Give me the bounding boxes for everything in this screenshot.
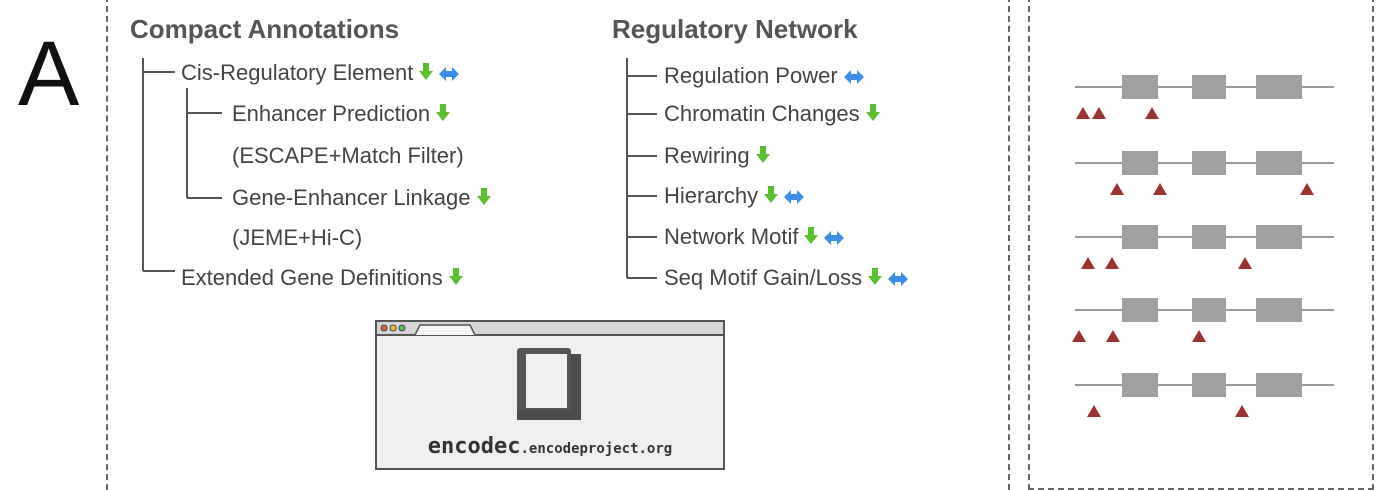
exon-block [1192,151,1226,175]
item-escape-match-filter: (ESCAPE+Match Filter) [232,143,464,168]
gene-track [1075,151,1334,195]
variant-triangle [1105,257,1119,269]
exon-block [1122,373,1158,397]
variant-triangle [1300,183,1314,195]
down-arrow-icon [755,144,770,170]
bidirectional-arrow-icon [784,184,805,210]
item-label: Seq Motif Gain/Loss [664,265,863,290]
item-seq-motif-gain-loss: Seq Motif Gain/Loss [664,265,909,292]
down-arrow-icon [868,266,883,292]
bidirectional-arrow-icon [439,61,460,87]
exon-block [1256,373,1302,397]
item-chromatin-changes: Chromatin Changes [664,101,880,128]
variant-triangle [1072,330,1086,342]
item-hierarchy: Hierarchy [664,183,805,210]
variant-triangle [1076,107,1090,119]
panel-label: A [18,23,80,125]
item-regulation-power: Regulation Power [664,63,864,90]
network-tree-lines [626,58,657,279]
exon-block [1192,225,1226,249]
variant-triangle [1110,183,1124,195]
item-enhancer-prediction: Enhancer Prediction [232,101,451,128]
exon-block [1122,225,1158,249]
browser-url: encodec.encodeproject.org [375,434,725,459]
down-arrow-icon [865,102,880,128]
variant-triangle [1092,107,1106,119]
gene-track [1075,75,1334,119]
left-panel-frame [106,0,1010,490]
url-domain: .encodeproject.org [520,441,673,457]
item-label: Gene-Enhancer Linkage [232,185,471,210]
compact-tree-root-lines [142,58,175,272]
maximize-dot-icon [398,324,406,332]
item-label: Extended Gene Definitions [181,265,443,290]
item-rewiring: Rewiring [664,143,770,170]
item-network-motif: Network Motif [664,224,845,251]
down-arrow-icon [764,184,779,210]
exon-block [1256,75,1302,99]
variant-triangle [1106,330,1120,342]
gene-track [1075,225,1334,269]
compact-annotations-title: Compact Annotations [130,14,400,44]
item-label: Chromatin Changes [664,101,860,126]
bidirectional-arrow-icon [888,266,909,292]
browser-frame [375,320,725,470]
item-gene-enhancer-linkage: Gene-Enhancer Linkage [232,185,491,212]
item-label: Hierarchy [664,183,759,208]
gene-track [1072,298,1334,342]
item-label: Network Motif [664,224,799,249]
variant-triangle [1235,405,1249,417]
exon-block [1192,298,1226,322]
exon-block [1122,298,1158,322]
down-arrow-icon [419,61,434,87]
compact-tree-sub-lines [186,88,222,199]
exon-block [1192,373,1226,397]
exon-block [1256,298,1302,322]
item-cis-regulatory-element: Cis-Regulatory Element [181,60,460,87]
exon-block [1256,151,1302,175]
down-arrow-icon [476,186,491,212]
book-icon [517,348,581,420]
exon-block [1256,225,1302,249]
item-label: Regulation Power [664,63,838,88]
close-dot-icon [380,324,388,332]
item-label: Cis-Regulatory Element [181,60,414,85]
down-arrow-icon [448,266,463,292]
url-main: encodec [427,434,521,459]
down-arrow-icon [804,225,819,251]
bidirectional-arrow-icon [824,225,845,251]
item-label: Rewiring [664,143,750,168]
variant-triangle [1238,257,1252,269]
variant-triangle [1153,183,1167,195]
exon-block [1122,75,1158,99]
minimize-dot-icon [389,324,397,332]
down-arrow-icon [436,102,451,128]
item-extended-gene-definitions: Extended Gene Definitions [181,265,463,292]
variant-triangle [1192,330,1206,342]
item-jeme-hic: (JEME+Hi-C) [232,225,363,250]
browser-tab [414,324,476,336]
regulatory-network-title: Regulatory Network [612,14,858,44]
variant-triangle [1087,405,1101,417]
item-label: Enhancer Prediction [232,101,431,126]
variant-triangle [1081,257,1095,269]
gene-tracks [1072,75,1334,417]
exon-block [1192,75,1226,99]
variant-triangle [1145,107,1159,119]
exon-block [1122,151,1158,175]
gene-track [1075,373,1334,417]
browser-window: encodec.encodeproject.org [375,320,725,470]
right-panel-frame [1028,0,1374,490]
bidirectional-arrow-icon [843,64,864,90]
